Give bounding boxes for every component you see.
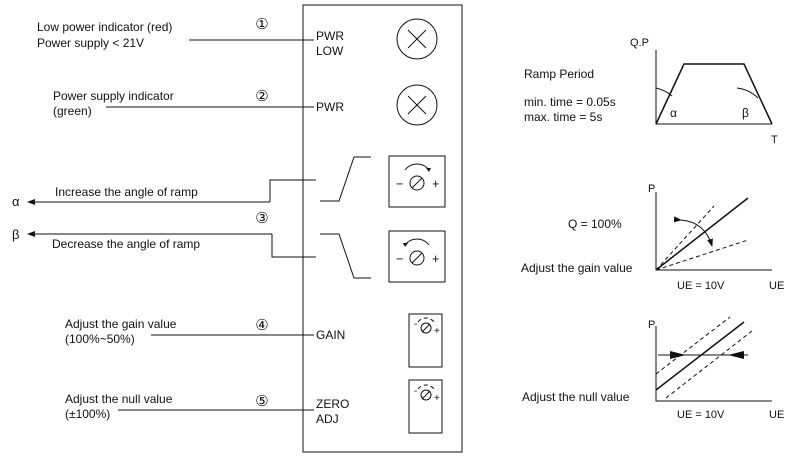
panel-label-gain: GAIN: [316, 328, 345, 342]
ramp-y-axis-label: Q.P: [630, 37, 649, 49]
ramp-min-time: min. time = 0.05s: [524, 95, 616, 109]
ramp-up-potentiometer[interactable]: − +: [388, 155, 446, 208]
ramp-period-graph: Ramp Period min. time = 0.05s max. time …: [524, 37, 778, 146]
null-arrow-left: [728, 351, 744, 359]
front-panel: [302, 4, 463, 453]
increase-ramp-label: Increase the angle of ramp: [55, 185, 198, 199]
svg-text:-: -: [414, 319, 417, 330]
null-curve-high: [655, 316, 731, 375]
gain-y-axis-label: P: [648, 183, 655, 195]
gain-q-label: Q = 100%: [568, 217, 622, 231]
callout-3-number: ③: [255, 210, 268, 227]
callout-1-number: ①: [255, 16, 268, 33]
callout-4-number: ④: [255, 317, 268, 334]
ramp-down-plus: +: [432, 252, 439, 266]
panel-label-pwr-low-2: LOW: [316, 44, 344, 58]
panel-label-pwr: PWR: [316, 100, 344, 114]
gain-curve: [655, 197, 749, 271]
callout-3: ③ Increase the angle of ramp α − + Decre…: [12, 155, 446, 283]
callout-2-desc-line1: Power supply indicator: [53, 89, 174, 103]
panel-label-pwr-low-1: PWR: [316, 29, 344, 43]
callout-5-desc-line2: (±100%): [65, 407, 110, 421]
zero-adj-potentiometer[interactable]: - +: [408, 379, 443, 434]
callout-4-desc-line1: Adjust the gain value: [65, 317, 177, 331]
gain-x-marker: UE = 10V: [677, 280, 725, 292]
alpha-symbol: α: [12, 194, 20, 209]
svg-text:+: +: [434, 326, 440, 337]
ramp-down-potentiometer[interactable]: − +: [388, 230, 446, 283]
callout-1: Low power indicator (red) Power supply <…: [37, 16, 438, 60]
gain-potentiometer[interactable]: - +: [408, 313, 443, 368]
svg-text:-: -: [414, 386, 417, 397]
null-x-marker: UE = 10V: [677, 409, 725, 421]
null-curve: [655, 321, 745, 391]
null-axes: [655, 326, 772, 402]
gain-x-axis-label: UE: [769, 280, 784, 292]
gain-graph: Q = 100% Adjust the gain value P UE UE =…: [521, 183, 784, 292]
ramp-down-symbol: [320, 233, 371, 279]
callout-4-desc-line2: (100%~50%): [65, 332, 135, 346]
callout-1-desc-line2: Power supply < 21V: [37, 36, 144, 50]
pwr-low-indicator-lamp: [396, 18, 438, 60]
ramp-up-symbol: [320, 156, 371, 202]
callout-4: Adjust the gain value (100%~50%) ④ GAIN …: [65, 313, 443, 368]
null-x-axis-label: UE: [769, 409, 784, 421]
panel-label-adj: ADJ: [316, 412, 339, 426]
null-y-axis-label: P: [648, 319, 655, 331]
null-curve-low: [665, 330, 753, 399]
beta-symbol: β: [12, 227, 19, 242]
gain-axes: [655, 192, 772, 271]
increase-ramp-leader: [269, 179, 316, 202]
callout-2: Power supply indicator (green) ② PWR: [53, 84, 438, 126]
panel-label-zero: ZERO: [316, 397, 349, 411]
callout-5: Adjust the null value (±100%) ⑤ ZERO ADJ…: [65, 379, 443, 434]
beta-arc: [736, 87, 759, 99]
ramp-down-minus: −: [396, 252, 403, 266]
null-adjust-label: Adjust the null value: [522, 390, 630, 404]
null-graph: Adjust the null value P UE UE = 10V: [522, 316, 784, 421]
pwr-indicator-lamp: [396, 84, 438, 126]
ramp-period-title: Ramp Period: [524, 67, 594, 81]
ramp-max-time: max. time = 5s: [524, 110, 602, 124]
callout-5-number: ⑤: [255, 393, 268, 410]
callout-2-number: ②: [255, 88, 268, 105]
gain-adjust-arrow: [673, 216, 713, 247]
decrease-ramp-label: Decrease the angle of ramp: [52, 237, 200, 251]
ramp-up-minus: −: [396, 177, 403, 191]
ramp-beta: β: [742, 106, 749, 120]
callout-2-desc-line2: (green): [53, 104, 92, 118]
null-arrow-right: [670, 351, 686, 359]
decrease-ramp-leader: [271, 234, 316, 258]
alpha-arc: [655, 87, 673, 97]
ramp-alpha: α: [670, 106, 677, 120]
ramp-up-plus: +: [432, 177, 439, 191]
gain-curve-low: [655, 239, 749, 271]
ramp-x-axis-label: T: [771, 134, 778, 146]
gain-adjust-label: Adjust the gain value: [521, 261, 633, 275]
callout-5-desc-line1: Adjust the null value: [65, 392, 173, 406]
svg-text:+: +: [434, 393, 440, 404]
callout-1-desc-line1: Low power indicator (red): [37, 20, 172, 34]
